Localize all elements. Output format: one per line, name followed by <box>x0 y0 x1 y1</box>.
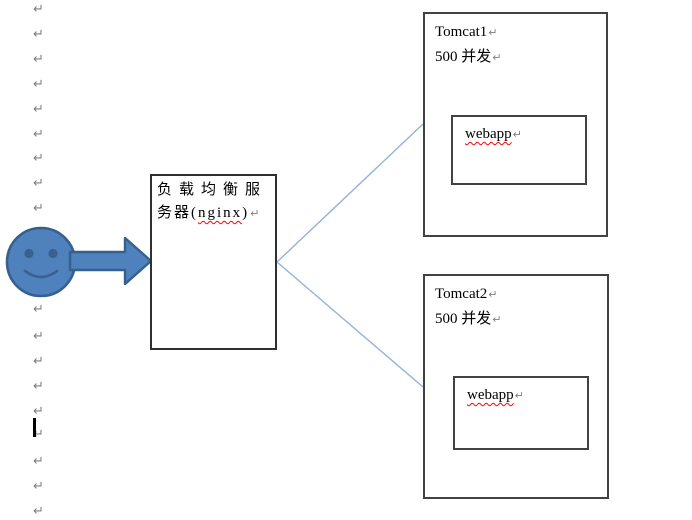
tomcat1-subtitle: 500 并发 <box>435 49 492 65</box>
paragraph-mark: ↵ <box>33 302 44 317</box>
tomcat2-title: Tomcat2 <box>435 286 488 302</box>
webapp2-line: webapp↵ <box>467 384 575 407</box>
tomcat1-title: Tomcat1 <box>435 24 488 40</box>
paragraph-mark: ↵ <box>33 201 44 216</box>
paragraph-mark: ↵ <box>33 504 44 519</box>
smiley-right-eye <box>48 248 58 259</box>
paragraph-mark: ↵ <box>33 176 44 191</box>
paragraph-mark: ↵ <box>33 102 44 117</box>
paragraph-mark: ↵ <box>33 454 44 469</box>
return-mark: ↵ <box>492 51 502 64</box>
webapp1-line: webapp↵ <box>465 123 573 146</box>
nginx-box-line1: 负载均衡服 <box>157 179 270 202</box>
paragraph-mark: ↵ <box>33 151 44 166</box>
tomcat1-title-line: Tomcat1↵ <box>435 20 596 45</box>
paragraph-mark: ↵ <box>33 27 44 42</box>
paragraph-mark: ↵ <box>33 2 44 17</box>
smiley-face-circle[interactable] <box>5 226 77 298</box>
paragraph-mark: ↵ <box>33 354 44 369</box>
nginx-label-line1: 负载均衡服 <box>157 182 268 198</box>
return-mark: ↵ <box>492 313 502 326</box>
smiley-left-eye <box>24 248 34 259</box>
return-mark: ↵ <box>488 26 498 39</box>
paragraph-mark: ↵ <box>33 77 44 92</box>
tomcat1-webapp-box[interactable]: webapp↵ <box>451 115 587 185</box>
tomcat2-subtitle-line: 500 并发↵ <box>435 307 597 332</box>
webapp1-label: webapp <box>465 126 512 142</box>
text-cursor-caret <box>33 418 36 437</box>
tomcat2-title-line: Tomcat2↵ <box>435 282 597 307</box>
return-mark: ↵ <box>488 288 498 301</box>
paragraph-mark: ↵ <box>33 479 44 494</box>
nginx-box-line2: 务器(nginx)↵ <box>157 202 270 225</box>
webapp2-label: webapp <box>467 387 514 403</box>
paragraph-mark: ↵ <box>33 127 44 142</box>
tomcat1-subtitle-line: 500 并发↵ <box>435 45 596 70</box>
nginx-label-line2-suffix: ) <box>242 205 250 221</box>
paragraph-mark: ↵ <box>33 427 44 442</box>
tomcat2-subtitle: 500 并发 <box>435 311 492 327</box>
smiley-face-shape[interactable] <box>5 226 77 298</box>
tomcat2-webapp-box[interactable]: webapp↵ <box>453 376 589 450</box>
connector-line-nginx-tomcat2[interactable] <box>276 261 424 388</box>
paragraph-mark: ↵ <box>33 404 44 419</box>
return-mark: ↵ <box>512 128 522 141</box>
connector-line-nginx-tomcat1[interactable] <box>276 123 424 263</box>
paragraph-mark: ↵ <box>33 52 44 67</box>
smiley-mouth <box>23 269 59 279</box>
paragraph-mark: ↵ <box>33 329 44 344</box>
return-mark: ↵ <box>514 389 524 402</box>
nginx-label-line2-prefix: 务器( <box>157 205 198 221</box>
nginx-word: nginx <box>198 205 243 221</box>
right-block-arrow[interactable] <box>68 236 153 286</box>
nginx-load-balancer-box[interactable]: 负载均衡服 务器(nginx)↵ <box>150 174 277 350</box>
paragraph-mark: ↵ <box>33 379 44 394</box>
return-mark: ↵ <box>250 207 262 220</box>
